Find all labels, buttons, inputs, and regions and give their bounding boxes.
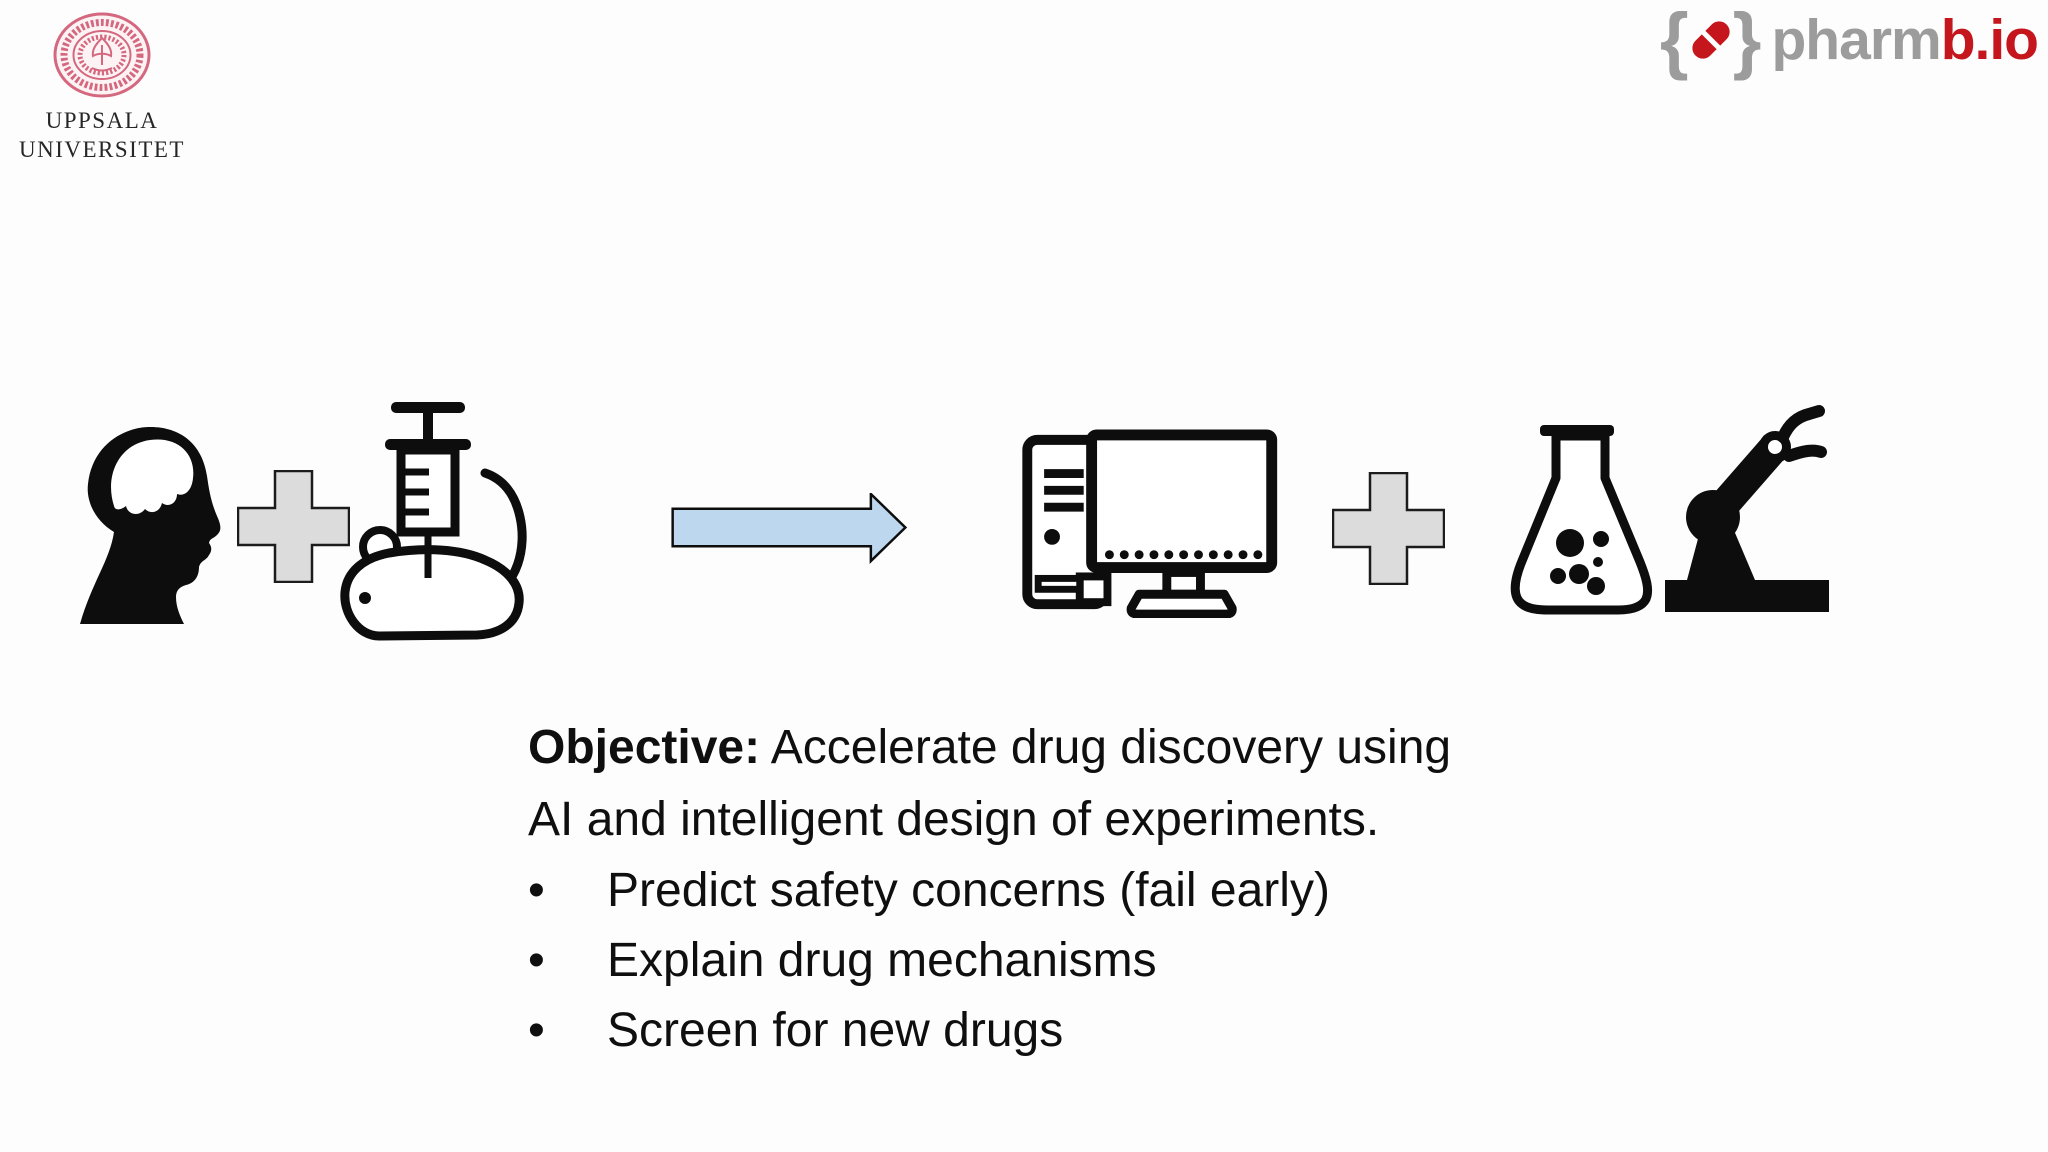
- pharmbio-logo: { } pharmb.io: [1659, 0, 2039, 81]
- pharmbio-wordmark: pharmb.io: [1771, 5, 2039, 75]
- pill-icon: [1692, 21, 1730, 59]
- bullet-text: Predict safety concerns (fail early): [607, 864, 1330, 917]
- desktop-computer-icon: [1022, 429, 1278, 618]
- bullet-item: • Explain drug mechanisms: [528, 926, 1668, 996]
- bullet-list: • Predict safety concerns (fail early) •…: [528, 856, 1668, 1066]
- objective-text-block: Objective: Accelerate drug discovery usi…: [528, 712, 1668, 1066]
- bullet-item: • Predict safety concerns (fail early): [528, 856, 1668, 926]
- objective-label: Objective:: [528, 721, 761, 774]
- bullet-marker: •: [528, 864, 545, 917]
- pharmbio-wordmark-gray: pharm: [1771, 8, 1941, 72]
- bullet-marker: •: [528, 1004, 545, 1057]
- objective-rest: Accelerate drug discovery using: [760, 721, 1452, 774]
- brace-right: }: [1732, 0, 1762, 81]
- arrow-right-icon: [671, 493, 908, 564]
- brace-left: {: [1659, 0, 1689, 81]
- bullet-marker: •: [528, 934, 545, 987]
- mouse-syringe-icon: [340, 402, 527, 641]
- flask-icon: [1510, 425, 1653, 615]
- plus-icon: [237, 470, 350, 583]
- uppsala-wordmark-line1: UPPSALA: [45, 108, 159, 133]
- plus-icon: [1332, 472, 1445, 585]
- objective-line-2: AI and intelligent design of experiments…: [528, 793, 1380, 846]
- objective-line-1: Objective: Accelerate drug discovery usi…: [528, 712, 1668, 784]
- robot-arm-icon: [1665, 405, 1829, 612]
- bullet-text: Screen for new drugs: [607, 1004, 1064, 1057]
- bullet-text: Explain drug mechanisms: [607, 934, 1157, 987]
- human-head-brain-icon: [80, 426, 221, 624]
- uppsala-seal-icon: [53, 12, 151, 98]
- uppsala-logo: UPPSALA UNIVERSITET: [14, 12, 190, 164]
- bullet-item: • Screen for new drugs: [528, 996, 1668, 1066]
- uppsala-wordmark-line2: UNIVERSITET: [19, 137, 185, 162]
- pharmbio-wordmark-red: b.io: [1940, 8, 2039, 72]
